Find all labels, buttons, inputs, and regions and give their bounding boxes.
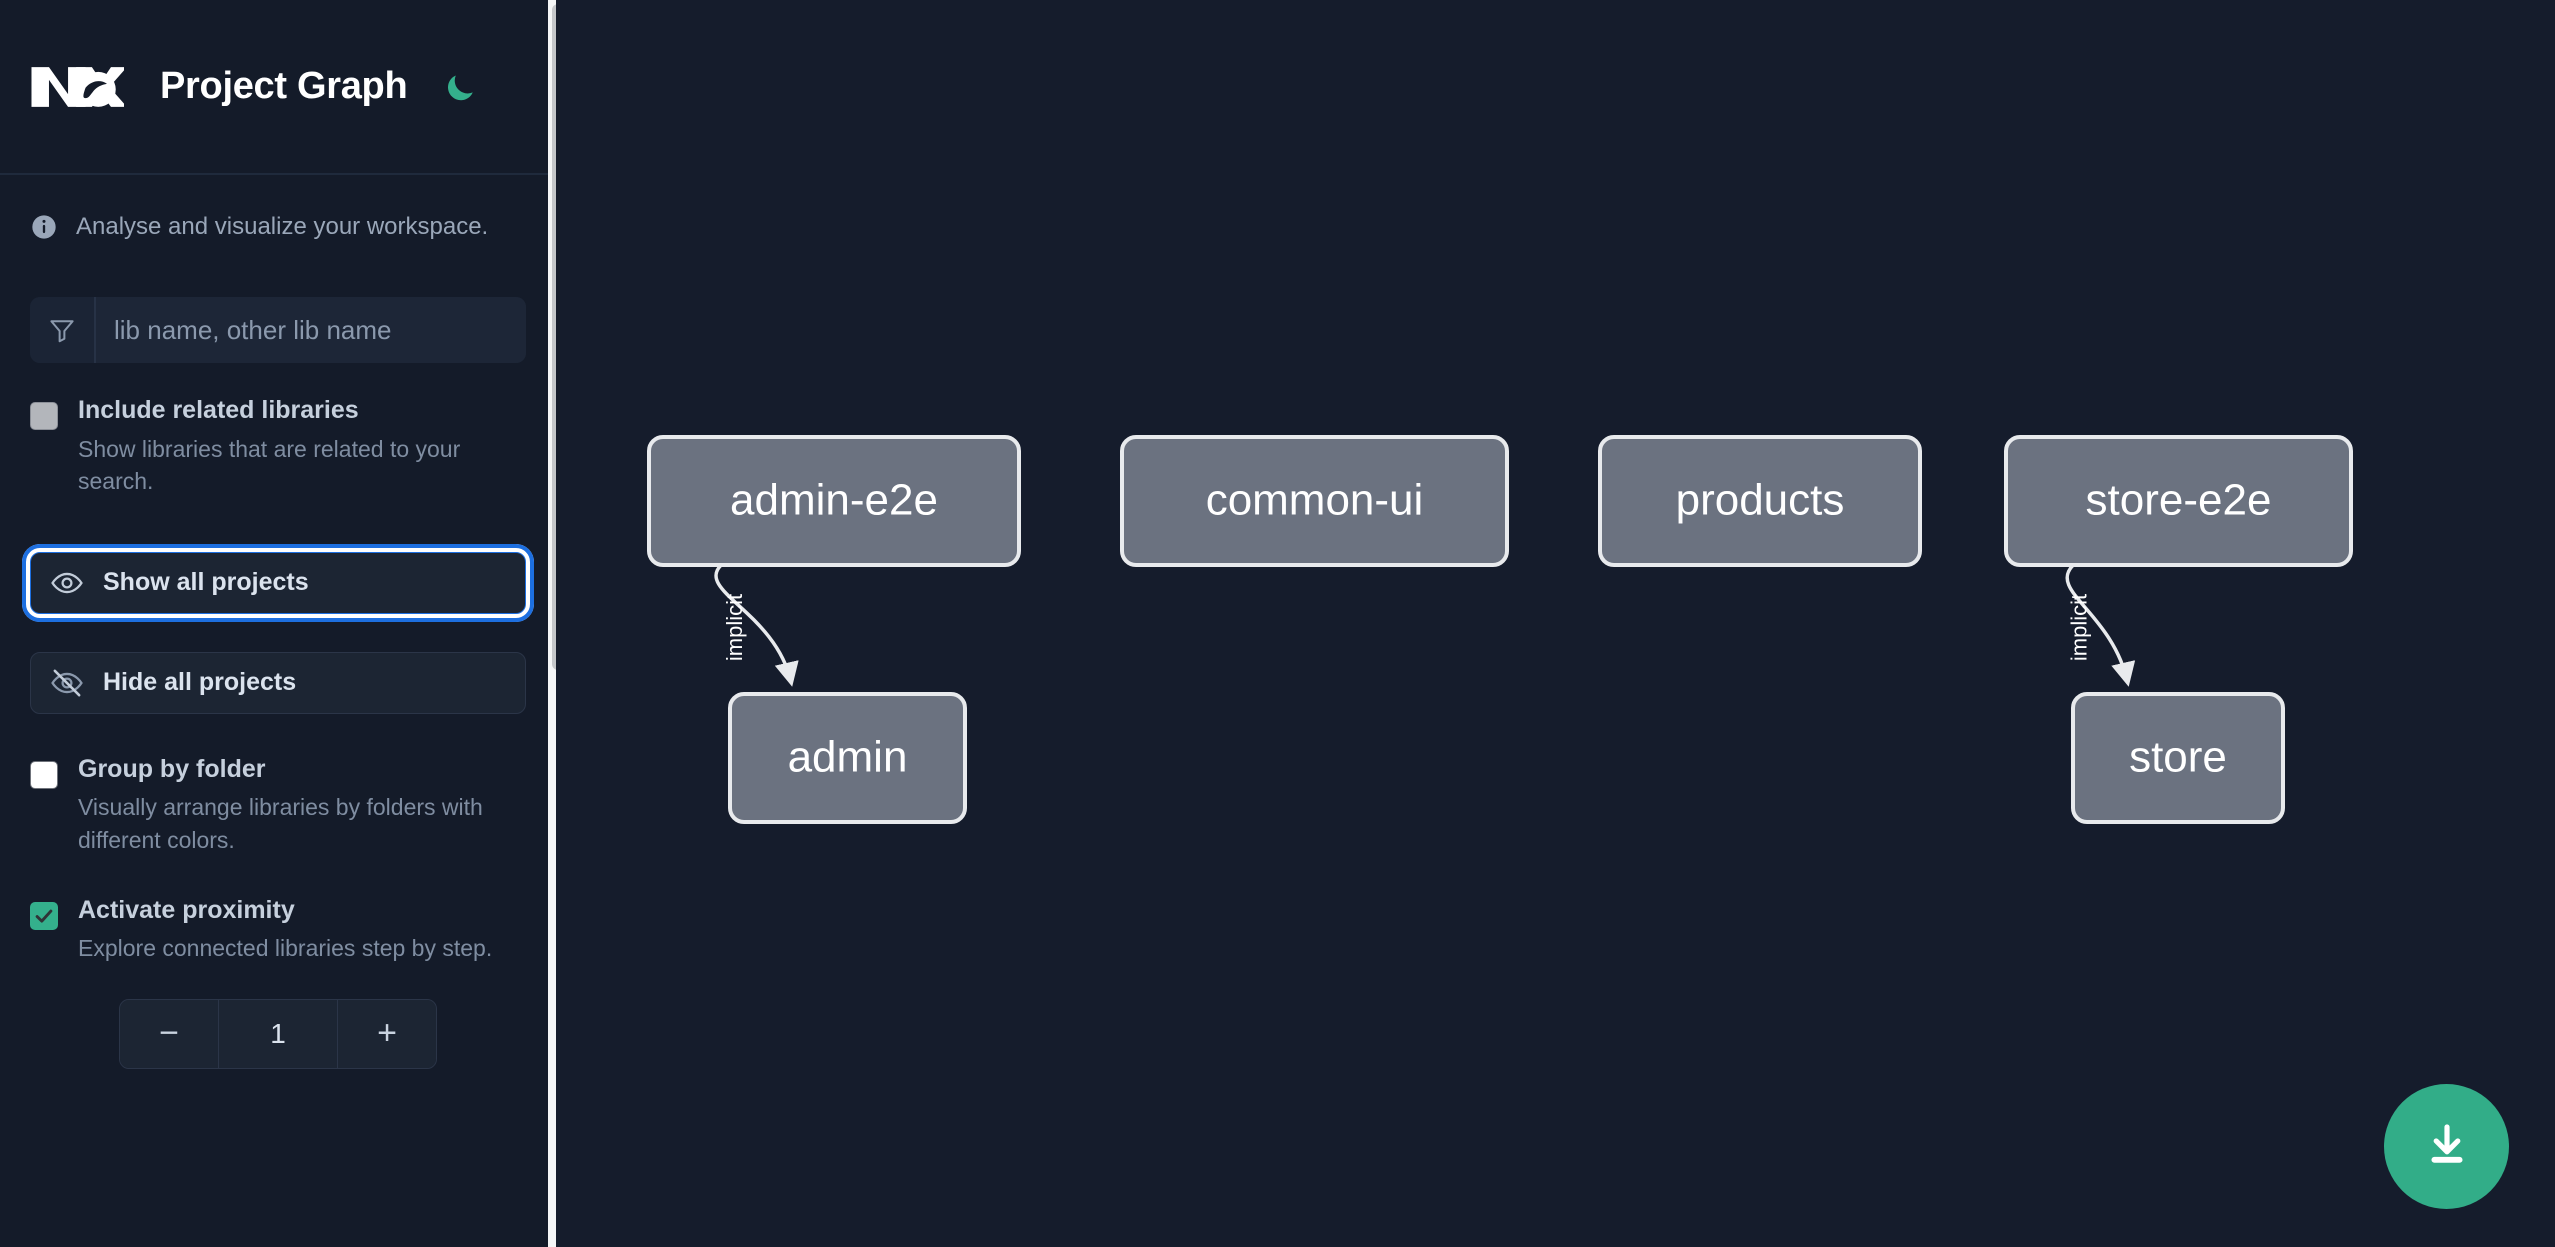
tagline-text: Analyse and visualize your workspace. xyxy=(76,213,489,240)
option-activate-proximity[interactable]: Activate proximity Explore connected lib… xyxy=(30,895,526,965)
option-label: Group by folder xyxy=(78,754,266,783)
sidebar-scrollbar-thumb[interactable] xyxy=(552,4,556,670)
download-graph-button[interactable] xyxy=(2384,1084,2509,1209)
page-title: Project Graph xyxy=(160,65,408,107)
graph-node-rect xyxy=(1598,435,1922,567)
option-label: Include related libraries xyxy=(78,396,359,424)
show-all-projects-button[interactable]: Show all projects xyxy=(22,543,534,622)
info-icon xyxy=(30,213,58,241)
edges-layer: implicit implicit xyxy=(714,563,2136,687)
checkbox-include-related-libraries[interactable] xyxy=(30,402,58,430)
edge-label: implicit xyxy=(2066,594,2091,661)
eye-off-icon xyxy=(31,666,103,700)
option-group-by-folder[interactable]: Group by folder Visually arrange librari… xyxy=(30,754,526,857)
sidebar-header: Project Graph xyxy=(0,0,556,175)
graph-node-label: store xyxy=(2129,733,2227,782)
download-icon xyxy=(2420,1118,2474,1175)
graph-node[interactable]: admin-e2e xyxy=(647,435,1021,567)
graph-node[interactable]: products xyxy=(1598,435,1922,567)
graph-node-rect xyxy=(1120,435,1509,567)
nx-logo-icon xyxy=(28,56,124,118)
project-graph-svg[interactable]: implicit implicit admin-e2e common-ui produ… xyxy=(556,0,2555,1247)
checkbox-activate-proximity[interactable] xyxy=(30,901,58,930)
graph-canvas[interactable]: implicit implicit admin-e2e common-ui produ… xyxy=(556,0,2555,1247)
graph-node-rect xyxy=(728,692,967,824)
option-description: Explore connected libraries step by step… xyxy=(78,935,493,962)
option-description: Show libraries that are related to your … xyxy=(78,435,461,495)
proximity-stepper: − 1 + xyxy=(119,998,437,1069)
filter-funnel-icon xyxy=(30,297,96,363)
checkbox-group-by-folder[interactable] xyxy=(30,760,58,789)
graph-node-rect xyxy=(2004,435,2353,567)
filter-row xyxy=(30,297,526,363)
show-all-projects-label: Show all projects xyxy=(103,568,309,597)
graph-node-label: admin xyxy=(788,733,908,782)
proximity-stepper-wrap: − 1 + xyxy=(0,998,556,1069)
option-include-related-libraries[interactable]: Include related libraries Show libraries… xyxy=(30,396,526,498)
proximity-decrement-button[interactable]: − xyxy=(120,999,219,1068)
option-label: Activate proximity xyxy=(78,895,295,924)
graph-node-label: common-ui xyxy=(1206,476,1424,525)
sidebar-body: Analyse and visualize your workspace. In… xyxy=(0,175,556,1069)
nodes-layer: admin-e2e common-ui products store-e2e admin… xyxy=(647,435,2353,824)
graph-node-label: products xyxy=(1676,476,1845,525)
search-input[interactable] xyxy=(96,297,526,363)
edge-label: implicit xyxy=(722,594,747,661)
option-description: Visually arrange libraries by folders wi… xyxy=(78,794,483,853)
graph-edge[interactable]: implicit xyxy=(714,563,799,687)
graph-node-label: admin-e2e xyxy=(730,476,938,525)
graph-node[interactable]: store-e2e xyxy=(2004,435,2353,567)
graph-node[interactable]: store xyxy=(2071,692,2285,824)
proximity-increment-button[interactable]: + xyxy=(337,999,436,1068)
eye-icon xyxy=(31,566,103,600)
edge-line xyxy=(714,563,799,687)
graph-edge[interactable]: implicit xyxy=(2065,563,2136,687)
hide-all-projects-label: Hide all projects xyxy=(103,668,297,697)
graph-node-label: store-e2e xyxy=(2086,476,2272,525)
edge-line xyxy=(2065,563,2136,687)
hide-all-projects-button[interactable]: Hide all projects xyxy=(30,651,526,714)
graph-node[interactable]: common-ui xyxy=(1120,435,1509,567)
graph-node[interactable]: admin xyxy=(728,692,967,824)
graph-node-rect xyxy=(647,435,1021,567)
moon-icon[interactable] xyxy=(439,66,481,108)
workspace-tagline: Analyse and visualize your workspace. xyxy=(0,175,556,241)
graph-node-rect xyxy=(2071,692,2285,824)
search-filter-box[interactable] xyxy=(30,297,526,363)
sidebar: Project Graph Analyse and visualize your… xyxy=(0,0,556,1247)
proximity-value: 1 xyxy=(219,999,337,1068)
